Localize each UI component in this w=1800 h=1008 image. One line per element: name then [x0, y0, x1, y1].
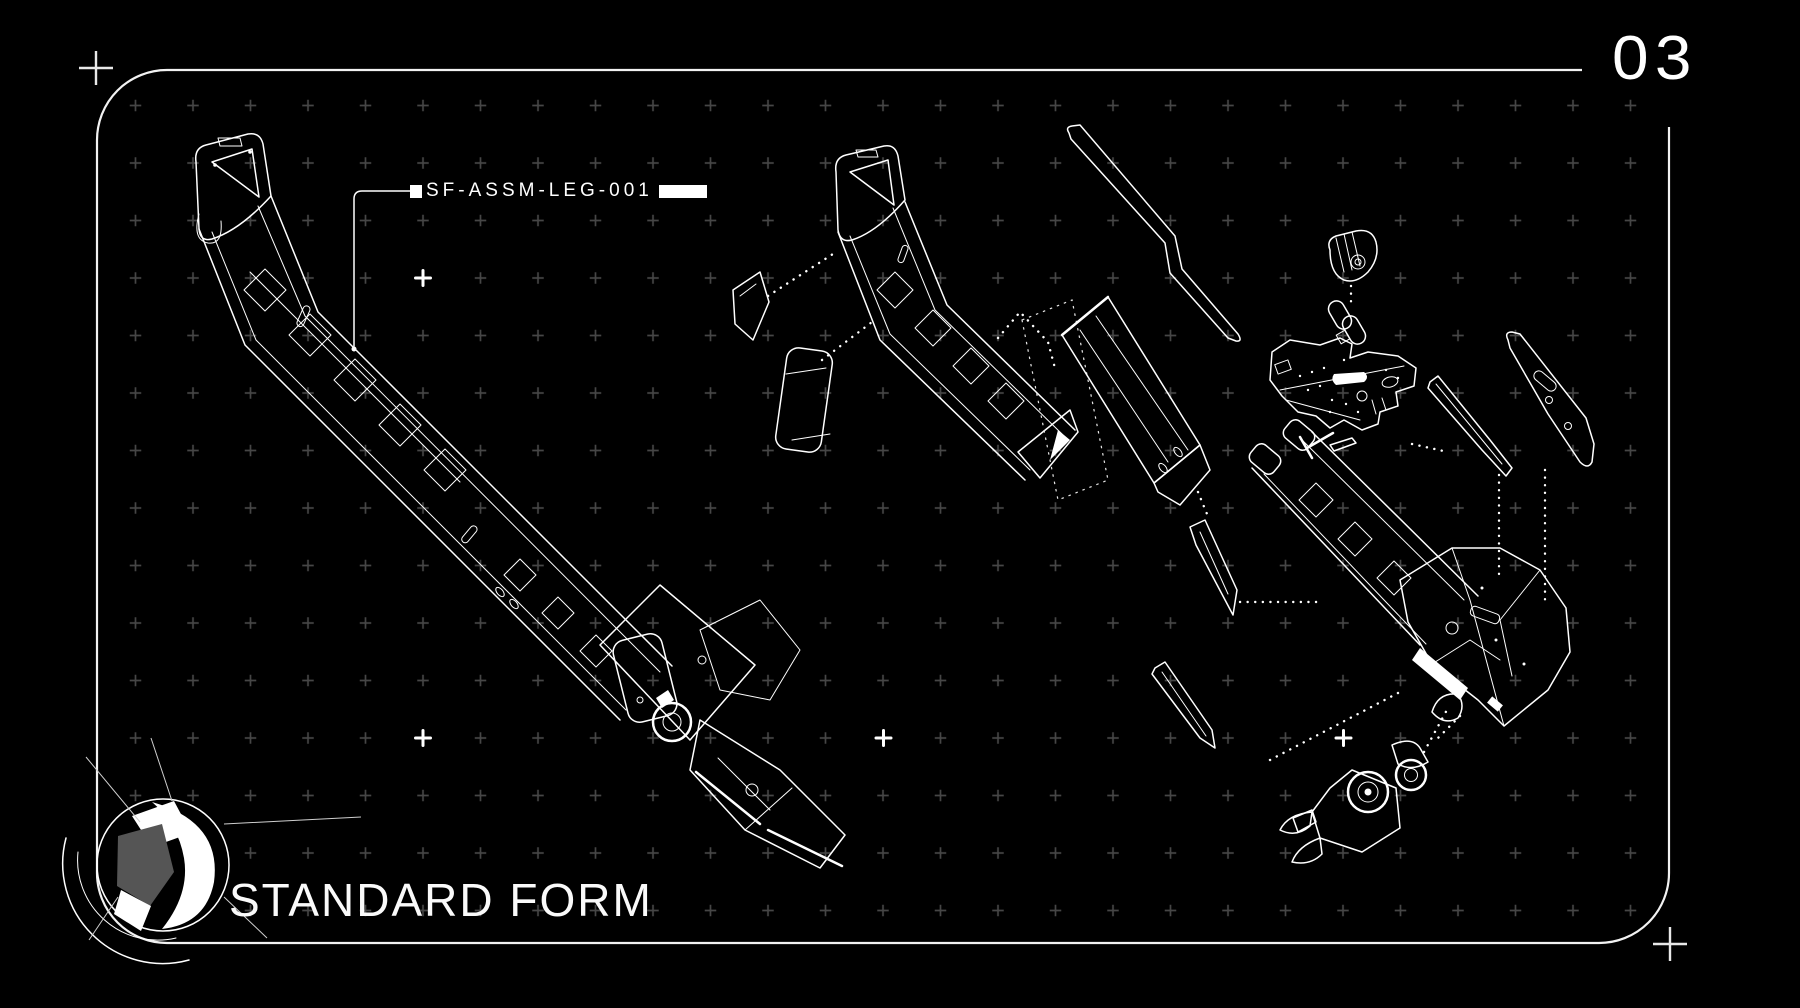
accent-plus-marks	[414, 269, 1353, 747]
part-callout: SF-ASSM-LEG-001	[410, 179, 707, 201]
page-number: 03	[1612, 24, 1698, 93]
frame-border	[95, 68, 1671, 945]
exploded-leg-upper-drawing	[732, 124, 1241, 749]
callout-end-bar	[658, 184, 707, 198]
crosshair-icon-bottom-right	[1653, 927, 1687, 961]
brand-lockup: STANDARD FORM	[229, 877, 653, 923]
crosshair-icon-top-left	[79, 51, 113, 85]
plus-grid-pattern	[99, 72, 1667, 941]
brand-name: STANDARD FORM	[229, 874, 653, 926]
standard-form-orb-logo	[61, 737, 362, 965]
assembled-leg-drawing	[194, 132, 846, 869]
callout-code: SF-ASSM-LEG-001	[426, 179, 653, 201]
callout-lead-square	[410, 184, 422, 198]
exploded-leg-lower-drawing	[1238, 229, 1595, 864]
